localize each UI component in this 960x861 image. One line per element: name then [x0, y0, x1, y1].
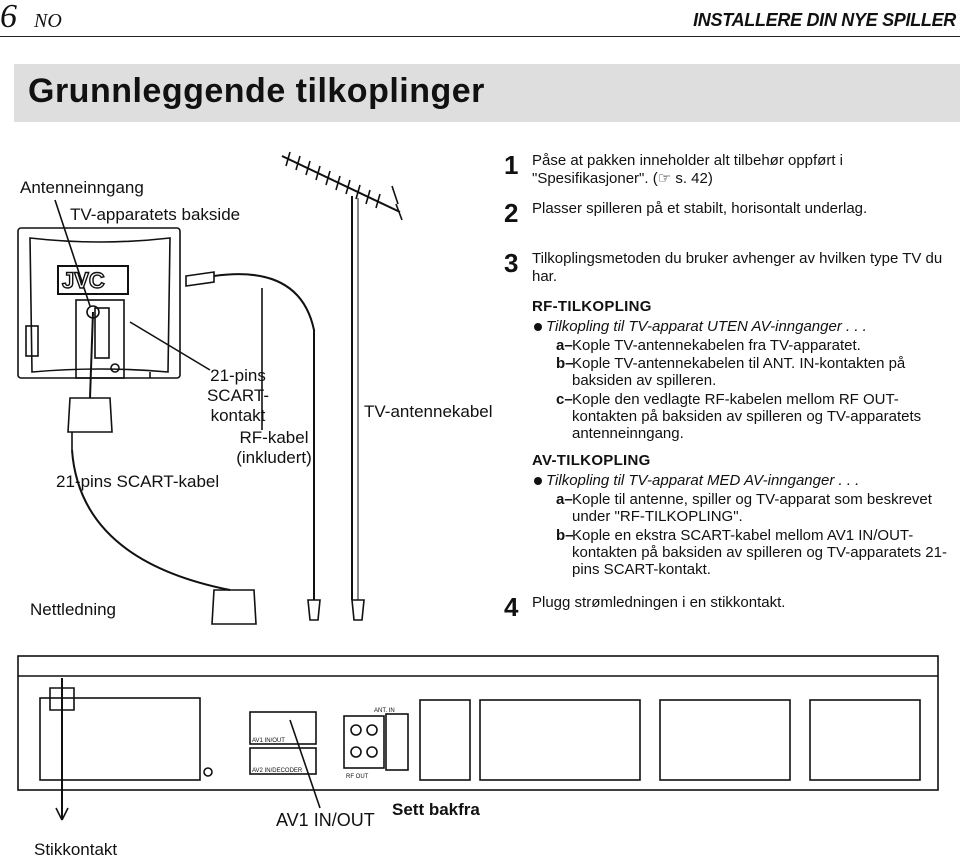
tv-logo: JVC — [62, 268, 105, 293]
label-tv-rear: TV-apparatets bakside — [70, 205, 241, 224]
power-cord-illustration — [49, 678, 75, 821]
av-item-b: b–Kople en ekstra SCART-kabel mellom AV1… — [556, 527, 947, 578]
rf-item-a: a–Kople TV-antennekabelen fra TV-apparat… — [556, 337, 861, 354]
title-box: Grunnleggende tilkoplinger — [14, 64, 960, 122]
label-antenna-input: Antenneinngang — [20, 178, 144, 197]
rf-item-c: c–Kople den vedlagte RF-kabelen mellom R… — [556, 391, 922, 442]
step-number-3: 3 — [504, 248, 519, 278]
page-header: 6 NO INSTALLERE DIN NYE SPILLER — [0, 0, 960, 40]
label-power-cord: Nettledning — [30, 600, 117, 619]
tv-rear-illustration — [17, 227, 181, 379]
av-bullet: Tilkopling til TV-apparat MED AV-inngang… — [534, 472, 956, 490]
label-tv-antenna-cable: TV-antennekabel — [364, 402, 493, 421]
step-text-1: Påse at pakken inneholder alt tilbehør o… — [532, 152, 844, 187]
label-scart-cable: 21-pins SCART-kabel — [56, 472, 220, 491]
label-scart-contact: 21-pins SCART-kontakt — [206, 366, 270, 425]
rf-cable-illustration — [185, 271, 365, 621]
vcr-rear-illustration — [17, 655, 939, 791]
rf-bullet: Tilkopling til TV-apparat UTEN AV-inngan… — [534, 318, 956, 336]
page-number: 6 — [0, 0, 17, 35]
step-number-2: 2 — [504, 198, 519, 228]
step-text-2: Plasser spilleren på et stabilt, horison… — [532, 200, 868, 217]
vcr-rfout-label: RF OUT — [346, 774, 369, 780]
antenna-illustration — [281, 151, 403, 600]
header-rule — [0, 36, 960, 37]
label-rear-view: Sett bakfra — [392, 800, 480, 819]
page-title: Grunnleggende tilkoplinger — [28, 72, 485, 110]
av-section-title: AV-TILKOPLING — [532, 452, 651, 469]
av-item-a: a–Kople til antenne, spiller og TV-appar… — [556, 491, 932, 525]
vcr-antin-label: ANT. IN — [374, 708, 395, 714]
step-number-4: 4 — [504, 592, 519, 622]
page-section-title: INSTALLERE DIN NYE SPILLER — [693, 10, 956, 30]
rf-item-b: b–Kople TV-antennekabelen til ANT. IN-ko… — [556, 355, 906, 389]
label-av1-in-out: AV1 IN/OUT — [276, 810, 375, 830]
step-text-4: Plugg strømledningen i en stikkontakt. — [532, 594, 786, 611]
page-language: NO — [34, 10, 62, 32]
vcr-av2-label: AV2 IN/DECODER — [252, 768, 303, 774]
rf-section-title: RF-TILKOPLING — [532, 298, 652, 315]
step-number-1: 1 — [504, 150, 519, 180]
step-text-3: Tilkoplingsmetoden du bruker avhenger av… — [532, 250, 943, 285]
label-rf-cable: RF-kabel (inkludert) — [236, 428, 312, 467]
vcr-av1-label: AV1 IN/OUT — [252, 738, 285, 744]
scart-cable-illustration — [67, 311, 257, 625]
label-wall-outlet: Stikkontakt — [34, 840, 118, 859]
